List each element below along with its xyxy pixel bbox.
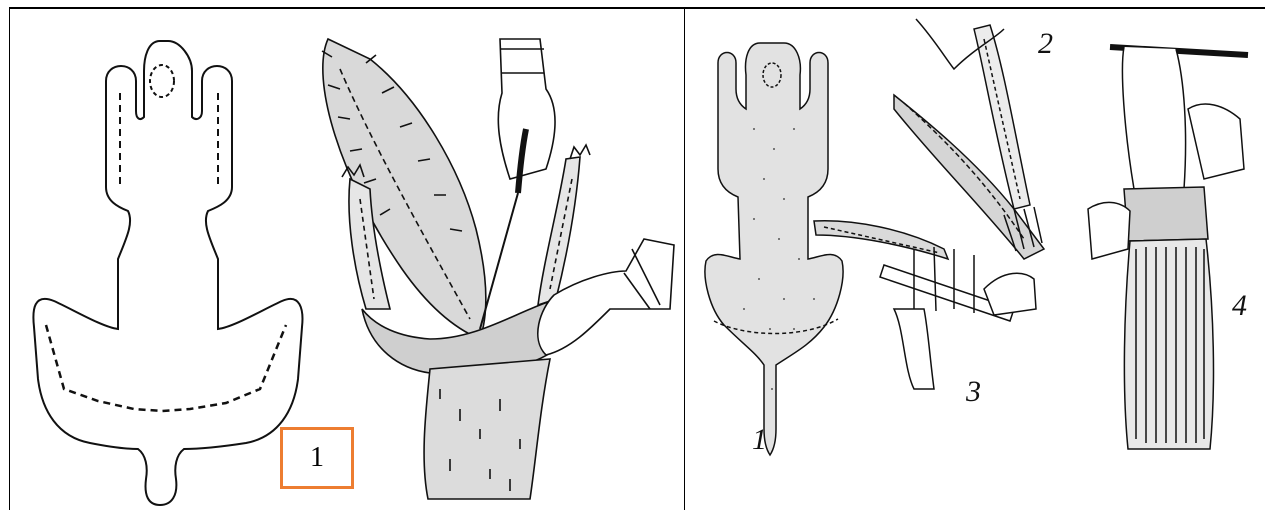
- right-illustrations: [684, 9, 1265, 509]
- right-panel: 1 2 3 4: [684, 9, 1265, 510]
- left-panel: 1: [9, 9, 685, 510]
- sub-figure-label: 4: [1232, 291, 1247, 321]
- skinning-illustration: [322, 39, 674, 499]
- sub-figure-label: 3: [966, 377, 981, 407]
- stretched-pelt: [705, 43, 843, 455]
- hanging-pelt-illustration: [1088, 47, 1248, 449]
- sub-figure-label: 1: [752, 425, 767, 455]
- figure-table: 1: [9, 7, 1265, 510]
- tail-rod-illustration: [814, 221, 1036, 389]
- pelt-outline-diagram: [33, 41, 302, 505]
- sub-figure-label: 2: [1038, 29, 1053, 59]
- tail-strip-illustration: [894, 19, 1044, 259]
- figure-number-badge: 1: [280, 427, 354, 489]
